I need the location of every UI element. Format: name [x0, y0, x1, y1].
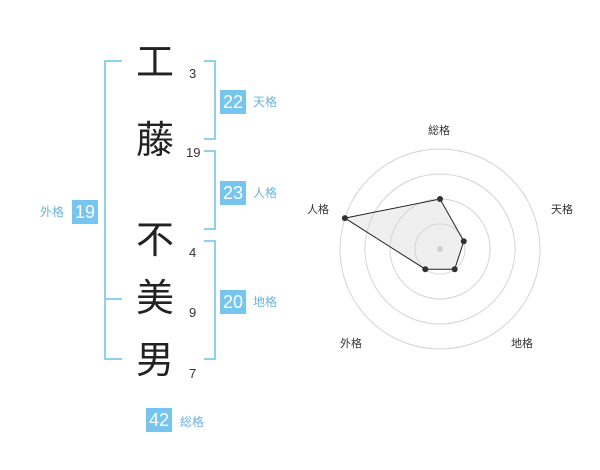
tenkaku-bracket: [204, 60, 216, 140]
radar-point-3: [451, 266, 458, 273]
radar-ring-4: [339, 148, 541, 350]
radar-point-5: [341, 215, 348, 222]
radar-axis-label-chikaku: 地格: [511, 337, 533, 350]
chikaku-value-badge: 20: [220, 290, 247, 314]
stroke-count-3: 4: [189, 245, 197, 260]
radar-ring-1: [414, 223, 466, 275]
chikaku-label: 地格: [253, 295, 278, 309]
chikaku-bracket: [204, 240, 216, 360]
name-char-2: 藤: [135, 118, 174, 162]
radar-axis-label-soukaku: 総格: [428, 124, 450, 137]
jinkaku-value-badge: 23: [220, 181, 247, 205]
radar-point-1: [437, 196, 443, 202]
radar-point-4: [422, 266, 429, 273]
jinkaku-bracket: [204, 150, 216, 230]
name-char-4: 美: [135, 276, 174, 320]
radar-center-dot: [437, 246, 443, 252]
soukaku-label: 総格: [180, 415, 205, 429]
name-char-1: 工: [135, 40, 174, 84]
radar-axis-label-gaikaku: 外格: [340, 337, 362, 350]
stroke-count-5: 7: [189, 366, 197, 381]
radar-axis-label-jinkaku: 人格: [307, 203, 329, 216]
gaikaku-value-badge: 19: [72, 200, 99, 224]
tenkaku-value-badge: 22: [220, 90, 247, 114]
tenkaku-label: 天格: [253, 95, 278, 109]
gaikaku-bracket-tick: [104, 298, 122, 300]
soukaku-value-badge: 42: [146, 408, 173, 432]
name-char-5: 男: [135, 338, 174, 382]
name-char-3: 不: [135, 218, 174, 262]
radar-series-polygon: [343, 198, 465, 270]
jinkaku-label: 人格: [253, 186, 278, 200]
gaikaku-bracket: [104, 60, 122, 360]
stroke-count-1: 3: [189, 66, 197, 81]
radar-axis-label-tenkaku: 天格: [551, 203, 573, 216]
stroke-count-2: 19: [186, 145, 201, 160]
stroke-count-4: 9: [189, 305, 197, 320]
radar-point-2: [460, 238, 467, 245]
radar-ring-3: [364, 173, 516, 325]
gaikaku-label: 外格: [40, 205, 65, 219]
